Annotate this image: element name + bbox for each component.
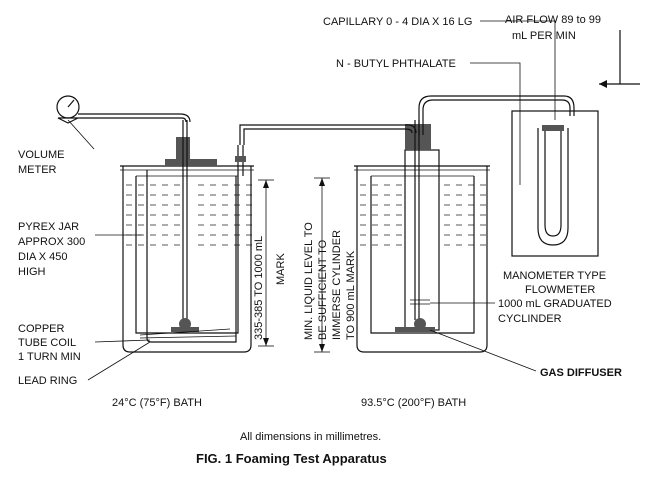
label-air-flow-1: AIR FLOW 89 to 99 — [505, 14, 601, 26]
left-bath-water — [126, 184, 252, 246]
label-pyrex-1: PYREX JAR — [18, 221, 79, 233]
figure-caption: FIG. 1 Foaming Test Apparatus — [196, 451, 387, 466]
label-dim-1: 335-385 TO 1000 mL — [253, 236, 265, 340]
right-bath-water — [360, 184, 486, 246]
label-min-level-4: TO 900 mL MARK — [345, 250, 357, 340]
copper-tube-coil — [146, 170, 237, 343]
leader-lines — [67, 20, 556, 381]
label-gas-diffuser: GAS DIFFUSER — [540, 367, 622, 379]
label-graduated-1: 1000 mL GRADUATED — [498, 298, 612, 310]
label-copper-3: 1 TURN MIN — [18, 351, 81, 363]
label-lead-ring: LEAD RING — [18, 375, 77, 387]
label-min-level-1: MIN. LIQUID LEVEL TO — [303, 222, 315, 340]
left-lead-ring — [171, 327, 199, 332]
label-graduated-2: CYCLINDER — [498, 313, 562, 325]
label-pyrex-2: APPROX 300 — [18, 236, 85, 248]
label-min-level-2: BE SUFFICIENT TO — [317, 239, 329, 340]
label-air-flow-2: mL PER MIN — [512, 30, 576, 42]
label-volume-meter-1: VOLUME — [18, 149, 64, 161]
labels: CAPILLARY 0 - 4 DIA X 16 LG AIR FLOW 89 … — [18, 14, 622, 466]
dimension-left — [258, 179, 274, 347]
left-bath — [120, 120, 254, 353]
label-capillary: CAPILLARY 0 - 4 DIA X 16 LG — [323, 16, 472, 28]
label-bath-right: 93.5°C (200°F) BATH — [361, 397, 466, 409]
label-manometer-2: FLOWMETER — [525, 284, 595, 296]
label-min-level-3: IMMERSE CYLINDER — [331, 230, 343, 340]
right-stopper — [405, 124, 431, 150]
label-manometer-1: MANOMETER TYPE — [503, 270, 606, 282]
label-copper-1: COPPER — [18, 323, 65, 335]
label-copper-2: TUBE COIL — [18, 337, 76, 349]
dimension-right — [314, 177, 330, 353]
label-pyrex-3: DIA X 450 — [18, 251, 68, 263]
label-volume-meter-2: METER — [18, 164, 57, 176]
left-stopper — [165, 159, 217, 166]
label-dim-2: MARK — [275, 253, 287, 285]
volume-meter — [56, 95, 80, 124]
manometer-flowmeter — [511, 30, 640, 257]
label-butyl: N - BUTYL PHTHALATE — [336, 58, 456, 70]
label-pyrex-4: HIGH — [18, 266, 46, 278]
footnote: All dimensions in millimetres. — [240, 431, 381, 443]
tubing — [78, 95, 575, 145]
right-bath — [354, 120, 490, 353]
label-bath-left: 24°C (75°F) BATH — [112, 397, 202, 409]
